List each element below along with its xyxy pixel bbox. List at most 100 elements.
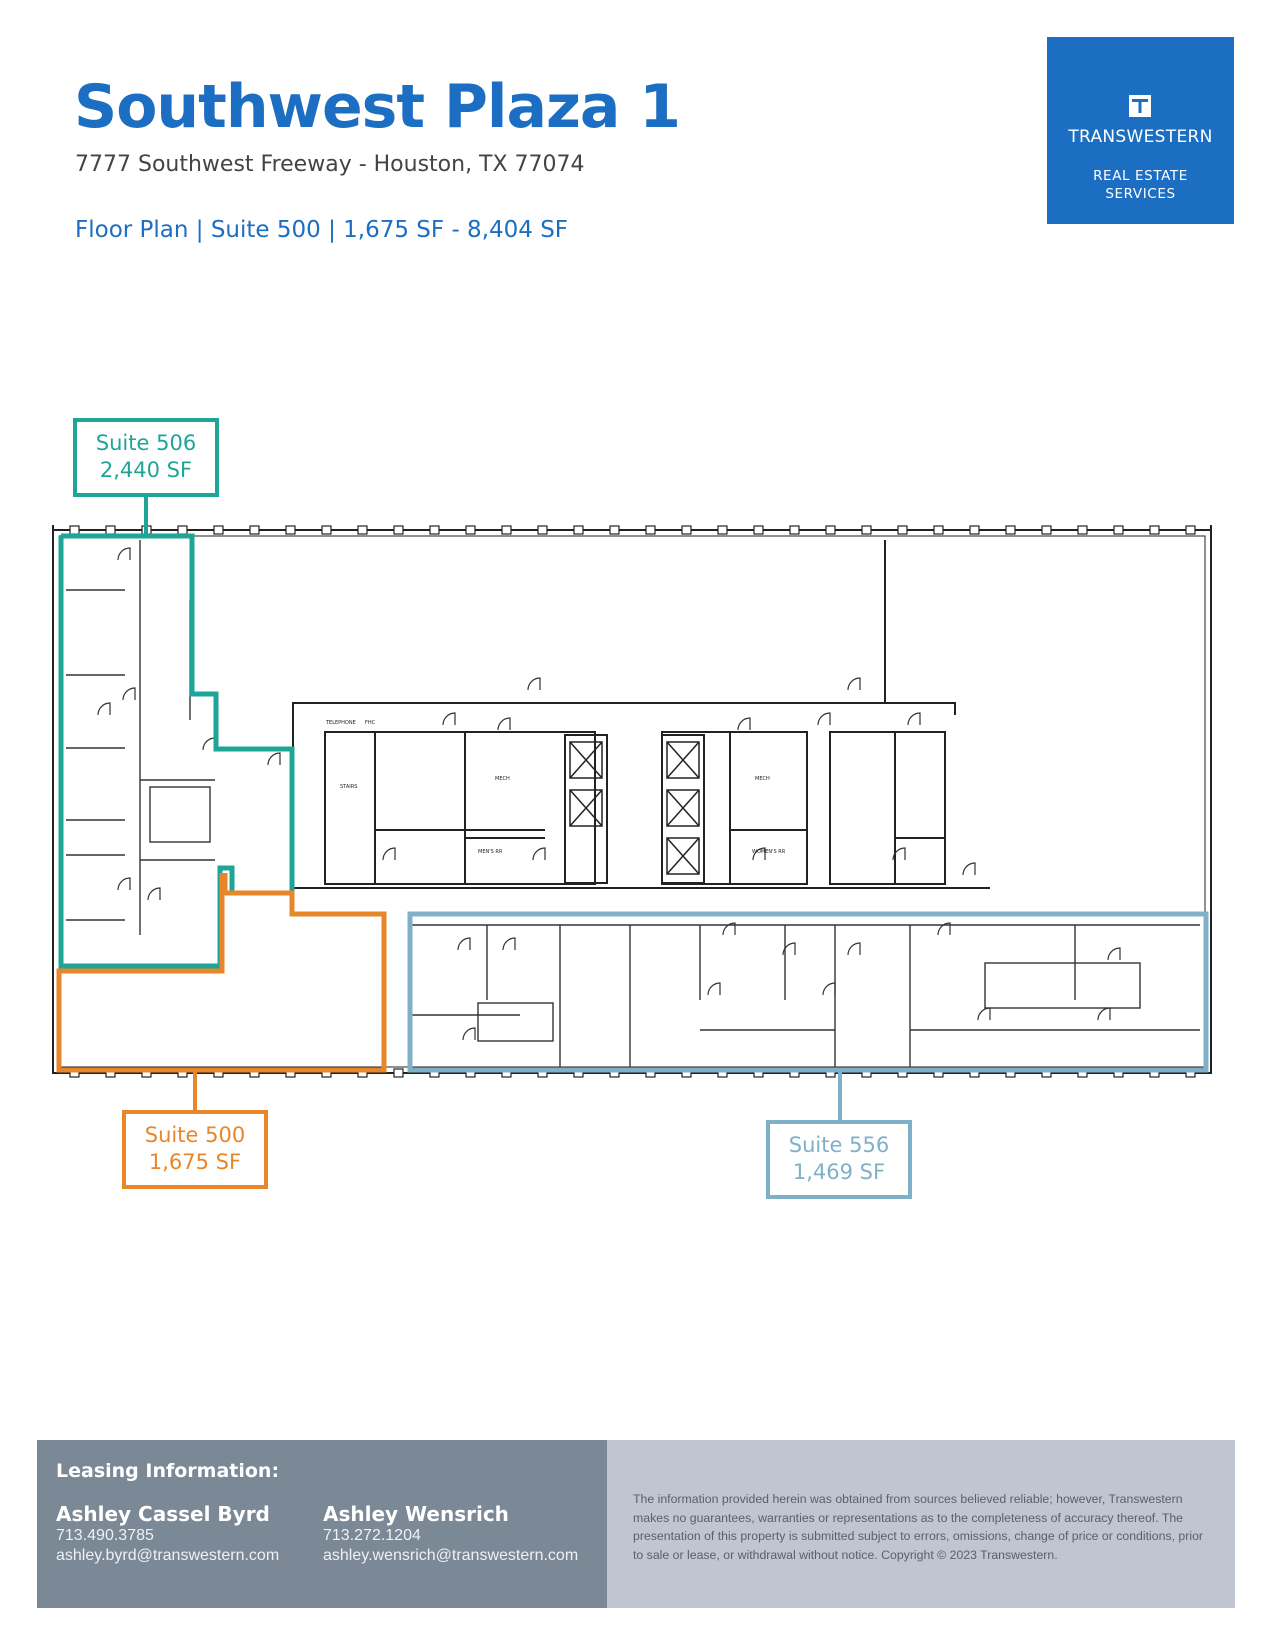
window-mullion [861,525,872,535]
window-mullion [789,525,800,535]
window-mullion [429,525,440,535]
window-mullion [393,525,404,535]
window-mullion [357,525,368,535]
window-mullion [213,525,224,535]
window-mullion [1077,525,1088,535]
window-mullion [969,525,980,535]
window-mullions [69,525,1196,1078]
building-outline [52,525,1212,1074]
window-mullion [321,525,332,535]
contact-email[interactable]: ashley.byrd@transwestern.com [56,1547,280,1564]
door-swing [892,847,906,861]
contact-card: Ashley Cassel Byrd 713.490.3785 ashley.b… [56,1502,279,1566]
room-labels: STAIRS MECH MEN'S RR MECH WOMEN'S RR TEL… [325,720,786,855]
door-swing [752,847,766,861]
door-swing [462,1027,476,1041]
window-mullion [933,525,944,535]
door-swing [822,982,836,996]
door-swing [527,677,541,691]
disclaimer-text: The information provided herein was obta… [633,1492,1204,1562]
window-mullion [465,525,476,535]
suite-500-outline [56,873,387,1073]
door-swing [962,862,976,876]
page-title: Southwest Plaza 1 [74,72,681,142]
window-mullion [285,525,296,535]
contact-phone[interactable]: 713.490.3785 [56,1527,154,1544]
suite-506-area: 2,440 SF [100,458,192,482]
door-swing [382,847,396,861]
window-mullion [393,1068,404,1078]
door-swing [847,677,861,691]
door-swing [1097,1007,1111,1021]
suite-506-outline [58,533,295,969]
property-address: 7777 Southwest Freeway - Houston, TX 770… [75,152,585,177]
suite-556-callout: Suite 556 1,469 SF [766,1070,912,1199]
door-swing [1107,947,1121,961]
door-swing [117,547,131,561]
door-swing [497,717,511,731]
window-mullion [501,525,512,535]
transwestern-logo: TRANSWESTERN REAL ESTATE SERVICES [1047,37,1234,224]
window-mullion [897,525,908,535]
window-mullion [1113,525,1124,535]
door-swing [442,712,456,726]
window-mullion [573,525,584,535]
window-mullion [1185,525,1196,535]
door-swing [937,922,951,936]
window-mullion [249,525,260,535]
window-mullion [645,525,656,535]
door-swing [707,982,721,996]
door-swing [457,937,471,951]
interior-partitions [66,540,1200,1070]
window-mullion [717,525,728,535]
room-label-telephone: TELEPHONE [325,720,356,726]
window-mullion [537,525,548,535]
suite-556-outline [407,911,1209,1073]
door-swing [532,847,546,861]
window-mullion [177,525,188,535]
contact-name: Ashley Wensrich [323,1502,509,1526]
suite-500-name: Suite 500 [145,1123,245,1147]
leasing-info-panel: Leasing Information: Ashley Cassel Byrd … [37,1440,607,1608]
door-swing [202,737,216,751]
logo-name: TRANSWESTERN [1068,127,1213,147]
window-mullion [681,525,692,535]
door-swing [782,942,796,956]
room-label-fhc: FHC [365,720,376,726]
door-swing [907,712,921,726]
contact-email[interactable]: ashley.wensrich@transwestern.com [323,1547,579,1564]
window-mullion [1041,525,1052,535]
suite-556-name: Suite 556 [789,1133,889,1157]
window-mullion [825,525,836,535]
door-swing [737,717,751,731]
window-mullion [1149,525,1160,535]
room-label-mech-1: MECH [495,776,510,782]
door-swing [147,887,161,901]
room-label-womens-rr: WOMEN'S RR [752,849,786,855]
door-swings [97,547,1121,1041]
door-swing [267,752,281,766]
door-swing [847,942,861,956]
leasing-heading: Leasing Information: [56,1460,280,1482]
contact-card: Ashley Wensrich 713.272.1204 ashley.wens… [323,1502,578,1566]
window-mullion [753,525,764,535]
transwestern-mark-icon [1129,95,1151,117]
room-label-mens-rr: MEN'S RR [478,849,503,855]
door-swing [97,702,111,716]
room-label-stairs: STAIRS [340,784,357,790]
window-mullion [105,525,116,535]
door-swing [817,712,831,726]
window-mullion [609,525,620,535]
window-mullion [69,525,80,535]
contact-name: Ashley Cassel Byrd [56,1502,270,1526]
door-swing [117,877,131,891]
window-mullion [1005,525,1016,535]
disclaimer-panel: The information provided herein was obta… [607,1440,1235,1608]
door-swing [122,687,136,701]
elevator-cabs [569,741,700,875]
suite-506-name: Suite 506 [96,431,196,455]
contact-phone[interactable]: 713.272.1204 [323,1527,421,1544]
suite-500-callout: Suite 500 1,675 SF [122,1070,268,1189]
floor-plan-subtitle: Floor Plan | Suite 500 | 1,675 SF - 8,40… [75,217,569,243]
suite-506-callout: Suite 506 2,440 SF [73,418,219,536]
